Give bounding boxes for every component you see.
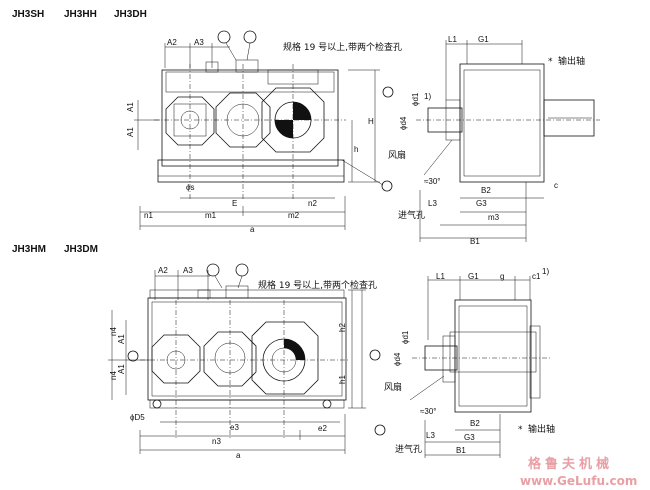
dim-label: L3 — [426, 431, 435, 440]
model-label: JH3HH — [64, 9, 97, 20]
dim-label: H — [368, 117, 374, 126]
dim-label: e3 — [230, 423, 239, 432]
model-label: JH3DH — [114, 9, 147, 20]
note-text: 规格 19 号以上,带两个检查孔 — [258, 279, 377, 291]
symbols-bottom — [127, 263, 386, 436]
dim-label: a — [250, 225, 255, 234]
dim-label: e2 — [318, 424, 327, 433]
air-inlet-label: 进气孔 — [398, 209, 425, 221]
dim-label: a — [236, 451, 241, 460]
dim-label: A2 — [167, 38, 177, 47]
fan-label: 风扇 — [388, 149, 406, 161]
symbols-top — [217, 30, 394, 192]
bottom-section: JH3HM JH3DM — [12, 244, 555, 460]
dim-label: n3 — [212, 437, 221, 446]
output-shaft-label: 输出轴 — [558, 55, 585, 67]
output-shaft-label: 输出轴 — [528, 423, 555, 435]
asterisk-mark: * — [518, 425, 523, 435]
dim-label: m3 — [488, 213, 500, 222]
dim-label: A3 — [183, 266, 193, 275]
dim-label: G3 — [476, 199, 487, 208]
dim-label: ϕd4 — [399, 116, 408, 130]
dim-label: A1 — [126, 127, 135, 137]
dim-label: A1 — [117, 364, 126, 374]
dim-label: ϕD5 — [130, 413, 145, 422]
dim-label: A3 — [194, 38, 204, 47]
fan-label: 风扇 — [384, 381, 402, 393]
note-text: 规格 19 号以上,带两个检查孔 — [283, 41, 402, 53]
dim-label: ϕd4 — [393, 352, 402, 366]
model-label: JH3DM — [64, 244, 98, 255]
dim-label: n4 — [109, 327, 118, 336]
dim-label: m2 — [288, 211, 300, 220]
dim-label: ϕd1 — [411, 92, 420, 106]
dim-label: n2 — [308, 199, 317, 208]
dim-label: 1) — [424, 92, 431, 101]
model-label: JH3HM — [12, 244, 46, 255]
watermark-chinese: 格鲁夫机械 — [528, 456, 613, 472]
dim-label: c1 — [532, 272, 541, 281]
dim-label: h — [354, 145, 358, 154]
dim-label: B1 — [456, 446, 466, 455]
dim-label: L1 — [436, 272, 445, 281]
front-view-bottom — [108, 270, 366, 454]
dim-label: B2 — [470, 419, 480, 428]
dim-label: L1 — [448, 35, 457, 44]
dim-label: B2 — [481, 186, 491, 195]
side-view-bottom — [409, 276, 550, 458]
dim-label: c — [554, 181, 558, 190]
dim-label: 1) — [542, 267, 549, 276]
dim-label: A1 — [117, 334, 126, 344]
top-section: JH3SH JH3HH JH3DH — [12, 9, 600, 246]
dim-label: G3 — [464, 433, 475, 442]
dim-label: L3 — [428, 199, 437, 208]
dim-label: g — [500, 272, 504, 281]
dim-label: h1 — [338, 375, 347, 384]
dim-label: ϕs — [186, 183, 194, 192]
dim-label: G1 — [478, 35, 489, 44]
front-view-top — [134, 43, 380, 230]
dim-label: G1 — [468, 272, 479, 281]
angle-label: ≈30° — [420, 407, 437, 416]
dim-label: ϕd1 — [401, 330, 410, 344]
dim-label: n1 — [144, 211, 153, 220]
dim-label: A2 — [158, 266, 168, 275]
dim-label: n4 — [109, 371, 118, 380]
asterisk-mark: * — [548, 57, 553, 67]
watermark: 格鲁夫机械 www.GeLufu.com — [520, 456, 637, 488]
dim-label: B1 — [470, 237, 480, 246]
dim-label: E — [232, 199, 237, 208]
air-inlet-label: 进气孔 — [395, 443, 422, 455]
dim-label: h2 — [338, 323, 347, 332]
dim-label: A1 — [126, 102, 135, 112]
dim-label: m1 — [205, 211, 217, 220]
model-label: JH3SH — [12, 9, 44, 20]
side-view-top — [416, 40, 600, 242]
watermark-url: www.GeLufu.com — [520, 474, 637, 488]
angle-label: ≈30° — [424, 177, 441, 186]
